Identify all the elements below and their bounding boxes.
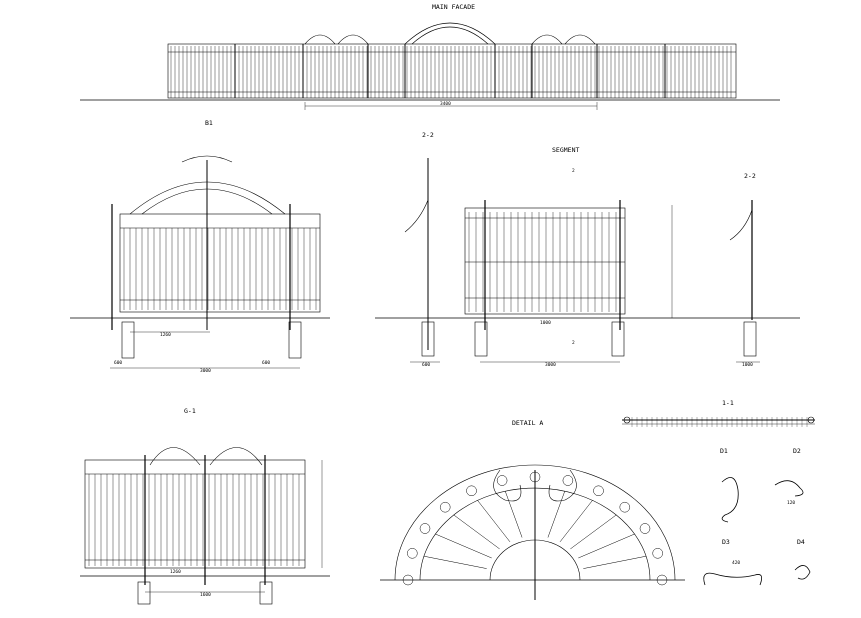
section-1-1 [622, 416, 815, 427]
b1-dim-overall: 3000 [200, 369, 211, 374]
g1-dim-overall: 1600 [200, 593, 211, 598]
detail-d3-title: D3 [722, 538, 730, 546]
section-1-1-title: 1-1 [722, 399, 734, 407]
section-2-2-right-dim: 1000 [742, 363, 753, 368]
detail-d2-title: D2 [793, 447, 801, 455]
segment-section-mark-bottom: 2 [572, 341, 575, 346]
section-2-2-left-title: 2-2 [422, 131, 434, 139]
detail-d4-title: D4 [797, 538, 805, 546]
b1-dim-post-right: 600 [262, 361, 271, 366]
detail-a-arch [380, 464, 685, 600]
segment-dim-bay: 1000 [540, 321, 551, 326]
segment-dim-overall: 3000 [545, 363, 556, 368]
segment-fence-elevation [375, 158, 800, 363]
section-2-2-left-dim: 600 [422, 363, 431, 368]
b1-dim-post-left: 600 [114, 361, 123, 366]
detail-d3-dim: 420 [732, 561, 741, 566]
scroll-details [703, 477, 811, 586]
segment-title: SEGMENT [552, 146, 580, 154]
main-facade-dim: 3400 [440, 102, 451, 107]
b1-dim-leaf: 1260 [160, 333, 171, 338]
section-2-2-right-title: 2-2 [744, 172, 756, 180]
main-facade-elevation [80, 22, 780, 110]
g1-dim-leaf: 1260 [170, 570, 181, 575]
detail-a-title: DETAIL A [512, 419, 544, 427]
detail-d2-dim: 120 [787, 501, 796, 506]
segment-section-mark-top: 2 [572, 169, 575, 174]
detail-d1-title: D1 [720, 447, 728, 455]
b1-gate-elevation [70, 155, 330, 369]
g1-title: G-1 [184, 407, 196, 415]
main-facade-title: MAIN FACADE [432, 3, 476, 11]
g1-gate-elevation [80, 447, 330, 605]
b1-title: B1 [205, 119, 213, 127]
